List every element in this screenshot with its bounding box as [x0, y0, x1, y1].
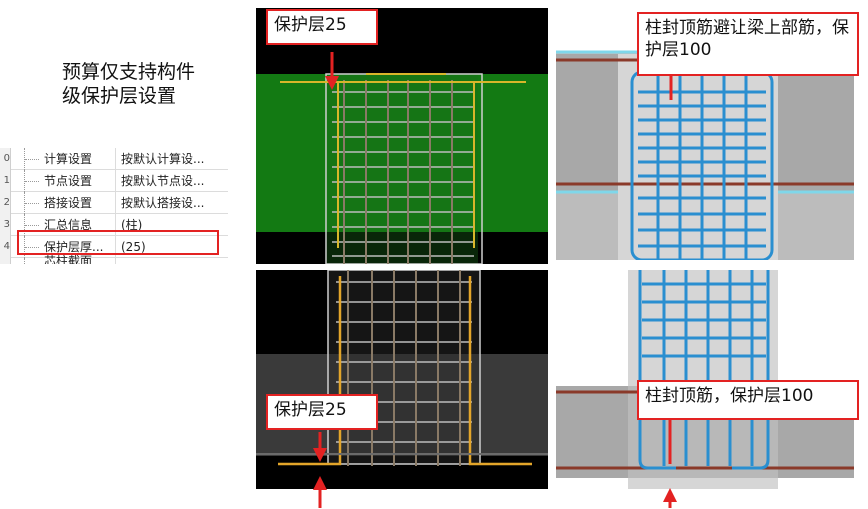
tree-connector: [24, 148, 41, 170]
property-name: 搭接设置: [44, 196, 93, 210]
page-title: 预算仅支持构件级保护层设置: [62, 61, 196, 107]
panel-column-top-cap-avoid-beam: [556, 8, 854, 260]
callout-bottom-cover-25: 保护层25: [266, 394, 378, 430]
callout-cap-avoid-beam: 柱封顶筋避让梁上部筋，保护层100: [637, 12, 859, 76]
row-index: 4: [0, 236, 11, 258]
property-row[interactable]: 4 保护层厚... (25): [0, 236, 228, 258]
callout-top-cover-25: 保护层25: [266, 9, 378, 45]
property-row[interactable]: 0 计算设置 按默认计算设...: [0, 148, 228, 170]
arrow-down-icon: [325, 52, 339, 90]
property-name: 保护层厚...: [44, 240, 104, 254]
callout-leader-line: [669, 76, 673, 100]
property-row[interactable]: 2 搭接设置 按默认搭接设...: [0, 192, 228, 214]
row-index: 3: [0, 214, 11, 236]
arrow-down-icon: [313, 432, 327, 462]
tree-connector: [24, 214, 41, 236]
property-row[interactable]: 1 节点设置 按默认节点设...: [0, 170, 228, 192]
tree-connector: [24, 236, 41, 258]
property-value[interactable]: (25): [115, 236, 227, 258]
panel-column-bottom-cover-25: [256, 270, 548, 489]
property-row[interactable]: 3 汇总信息 (柱): [0, 214, 228, 236]
column-bottom-render: [256, 270, 548, 466]
property-value[interactable]: (柱): [115, 214, 227, 236]
property-name: 计算设置: [44, 152, 93, 166]
tree-connector: [24, 170, 41, 192]
property-name: 节点设置: [44, 174, 93, 188]
property-value[interactable]: [115, 258, 227, 264]
property-value[interactable]: 按默认节点设...: [115, 170, 227, 192]
arrow-up-icon: [663, 420, 677, 508]
property-table: 0 计算设置 按默认计算设... 1 节点设置 按默认节点设... 2 搭接设置…: [0, 148, 228, 264]
row-index: 1: [0, 170, 11, 192]
panel-column-top-cover-25: [256, 8, 548, 264]
property-value[interactable]: 按默认搭接设...: [115, 192, 227, 214]
column-top-render: [256, 73, 548, 264]
tree-connector: [24, 258, 41, 264]
callout-cap-cover-100: 柱封顶筋，保护层100: [637, 380, 859, 420]
cover-thickness-highlight: [17, 230, 219, 255]
property-value[interactable]: 按默认计算设...: [115, 148, 227, 170]
column-top-detail: [556, 8, 854, 260]
row-index: 2: [0, 192, 11, 214]
panel-column-cap-cover-100: [556, 270, 854, 489]
property-name: 汇总信息: [44, 218, 93, 232]
row-index: 5: [0, 258, 11, 264]
row-index: 0: [0, 148, 11, 170]
arrow-up-icon: [313, 476, 327, 508]
tree-connector: [24, 192, 41, 214]
property-name: 芯柱截面: [44, 254, 93, 264]
property-row[interactable]: 5 芯柱截面: [0, 254, 228, 264]
